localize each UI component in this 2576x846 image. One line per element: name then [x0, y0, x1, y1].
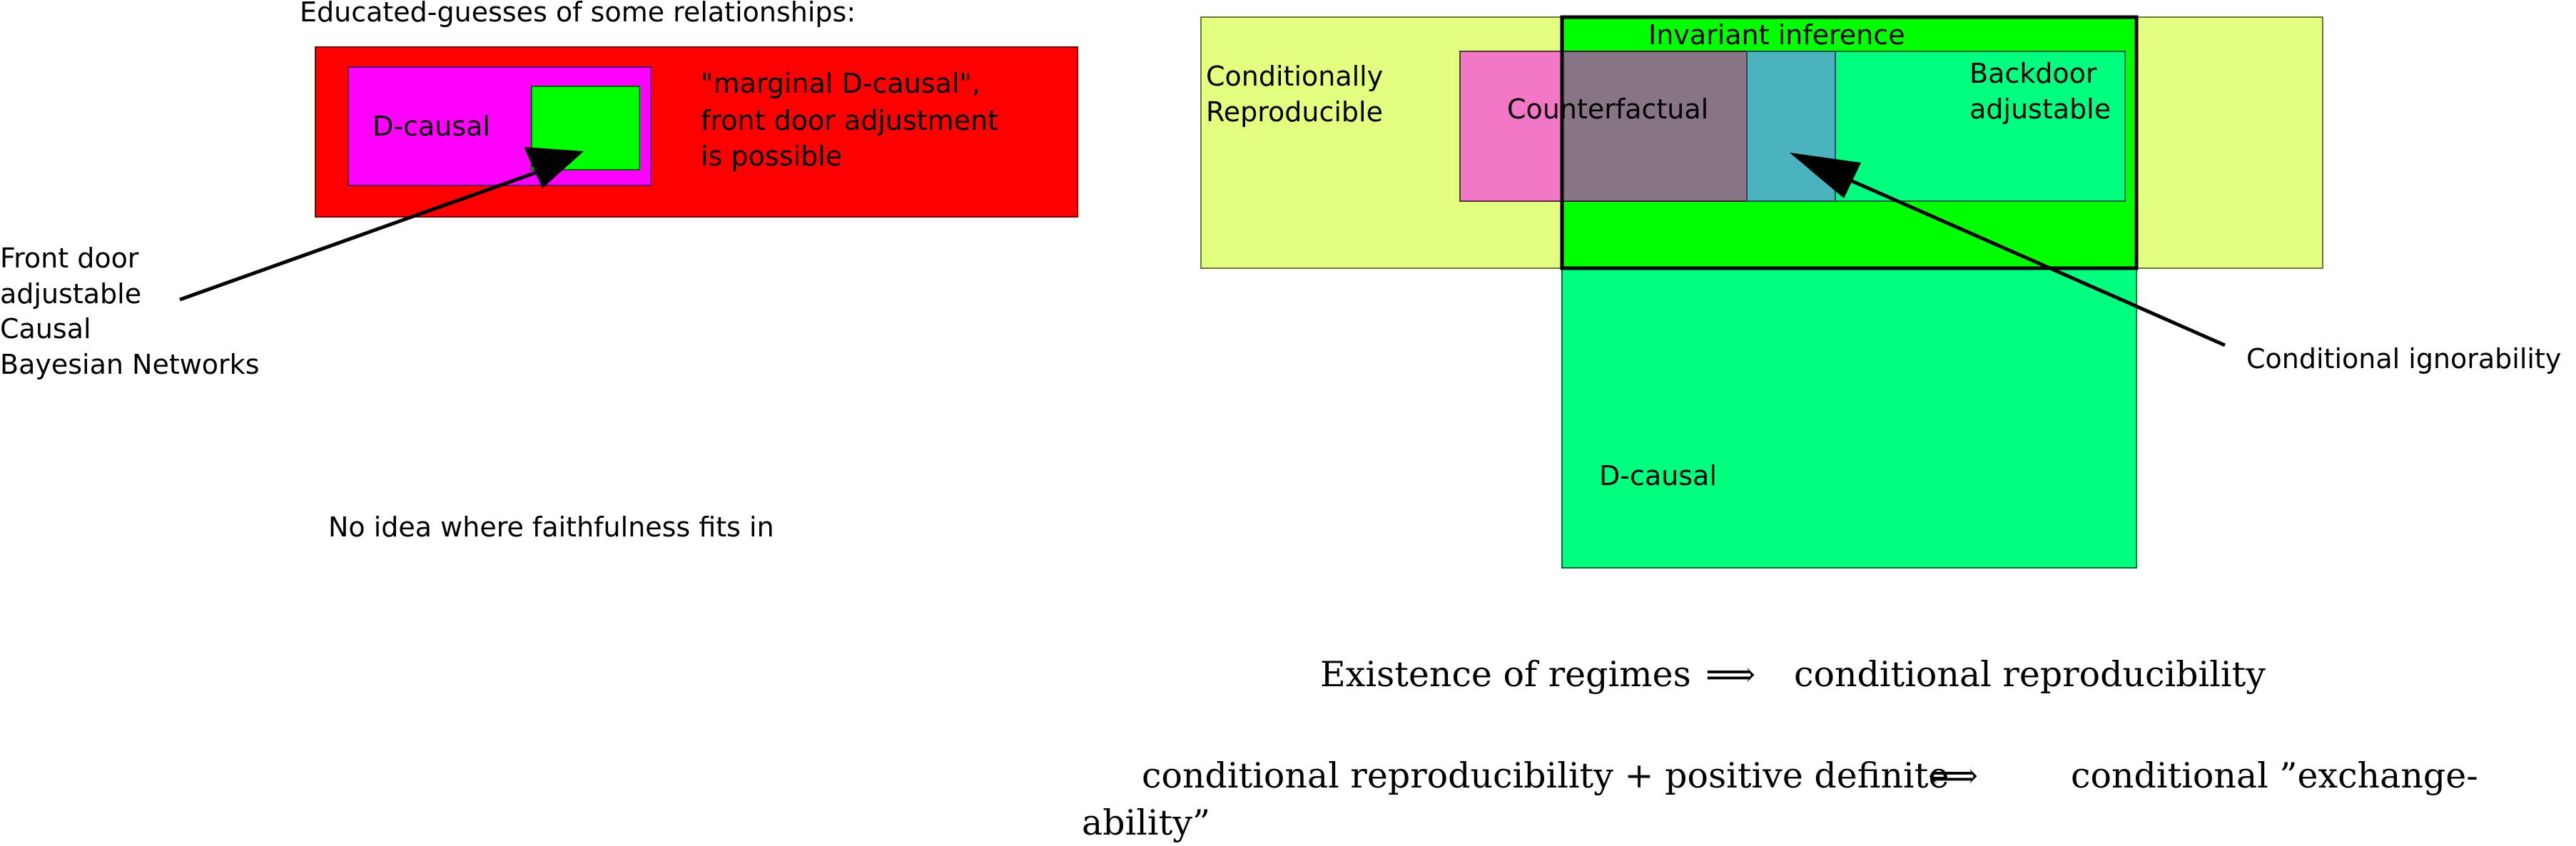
counterfactual-label: Counterfactual: [1507, 93, 1708, 125]
counterfactual-pink-region: [1459, 51, 1563, 202]
conditional-ignorability-arrow: [1790, 153, 2226, 347]
counterfactual-overlap-region: [1561, 51, 1748, 202]
front-door-label: Front door adjustable Causal Bayesian Ne…: [0, 243, 260, 380]
faithfulness-note: No idea where faithfulness fits in: [328, 511, 774, 543]
right-d-causal-label: D-causal: [1599, 460, 1717, 491]
invariant-inference-border: [1560, 15, 2139, 270]
statement-exchangeability: conditional reproducibility + positive d…: [1142, 755, 2478, 796]
invariant-inference-label: Invariant inference: [1648, 19, 1905, 51]
d-causal-spring-green-box: [1561, 266, 2137, 569]
conditional-ignorability-label: Conditional ignorability: [2246, 343, 2561, 374]
statement-exchangeability-continuation: ability”: [1082, 802, 1210, 843]
front-door-arrow: [179, 147, 584, 302]
backdoor-adjustable-label: Backdoor adjustable: [1969, 58, 2111, 125]
left-d-causal-label: D-causal: [372, 111, 490, 142]
marginal-d-causal-label: "marginal D-causal", front door adjustme…: [701, 68, 1007, 172]
statement-regimes: Existence of regimes ⟹ conditional repro…: [1320, 654, 2266, 695]
conditionally-reproducible-label: Conditionally Reproducible: [1206, 61, 1391, 128]
left-heading: Educated-guesses of some relationships:: [300, 0, 856, 28]
